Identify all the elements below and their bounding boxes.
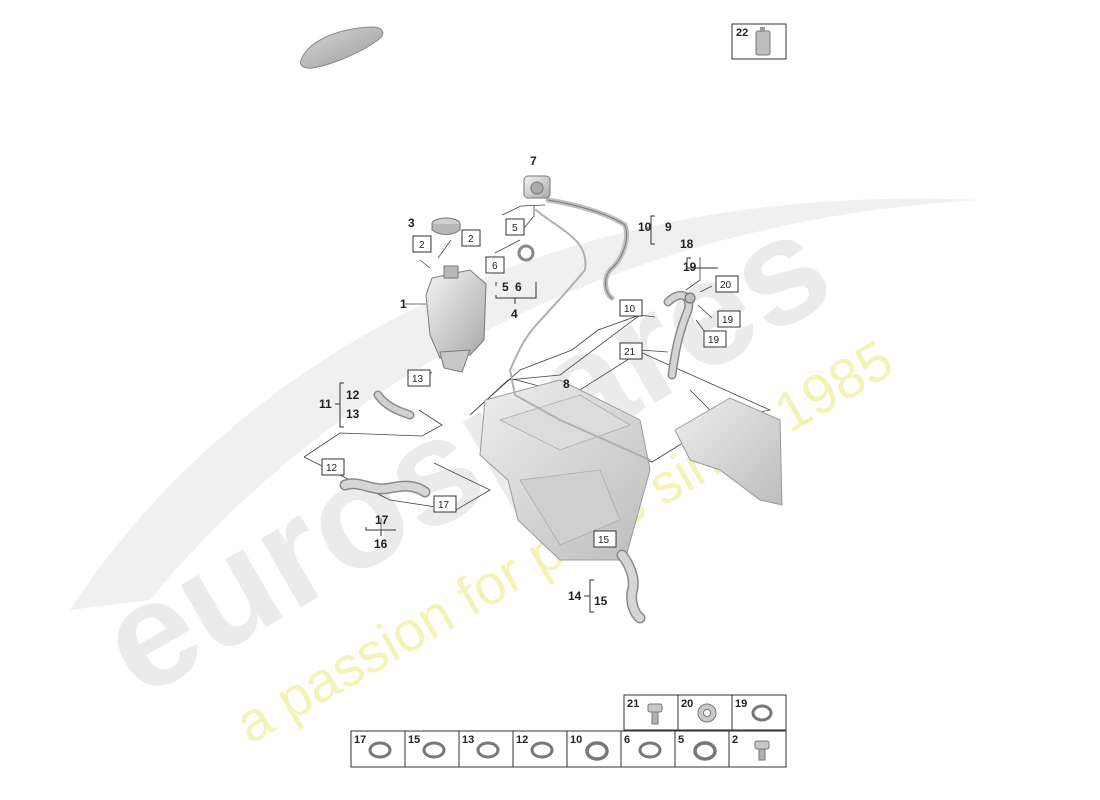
bolt-icon <box>647 703 663 725</box>
part-22-label: 22 <box>736 27 748 39</box>
svg-text:17: 17 <box>354 734 366 746</box>
callout-12: 12 <box>346 388 360 402</box>
callout-8: 8 <box>563 377 570 391</box>
callout-13: 13 <box>346 407 360 421</box>
svg-text:20: 20 <box>681 698 693 710</box>
hose-15 <box>616 549 646 624</box>
hose-13 <box>373 390 415 420</box>
table-cell-15[interactable]: 15 <box>404 730 460 768</box>
callout-18: 18 <box>680 237 694 251</box>
svg-text:17: 17 <box>438 500 450 511</box>
hose-clamp-icon <box>638 741 662 759</box>
box-5[interactable]: 5 <box>505 218 525 236</box>
table-cell-5[interactable]: 5 <box>674 730 730 768</box>
svg-text:21: 21 <box>627 698 639 710</box>
svg-text:19: 19 <box>708 335 720 346</box>
table-cell-12[interactable]: 12 <box>512 730 568 768</box>
callout-5: 5 <box>502 280 509 294</box>
table-cell-10[interactable]: 10 <box>566 730 622 768</box>
callout-17: 17 <box>375 513 389 527</box>
callout-1: 1 <box>400 297 407 311</box>
svg-text:2: 2 <box>419 240 425 251</box>
callout-3: 3 <box>408 216 415 230</box>
callout-brackets <box>335 215 718 613</box>
oil-bottle-icon <box>755 27 771 56</box>
hose-clamp-icon <box>693 741 717 761</box>
svg-text:13: 13 <box>412 374 424 385</box>
box-19-lower[interactable]: 19 <box>703 330 727 348</box>
hose-18 <box>663 290 696 380</box>
screw-icon <box>754 740 770 761</box>
callout-11: 11 <box>319 397 332 411</box>
box-2-right[interactable]: 2 <box>461 229 481 247</box>
hose-12 <box>339 478 431 498</box>
boxed-labels: 2 2 5 6 10 13 12 17 <box>321 218 741 548</box>
callout-7: 7 <box>530 154 537 168</box>
svg-text:2: 2 <box>732 734 738 746</box>
hose-clamp-icon <box>530 741 554 759</box>
svg-text:2: 2 <box>468 234 474 245</box>
watermark-swoosh <box>70 198 980 610</box>
hose-clamp-icon <box>368 741 392 759</box>
callout-16: 16 <box>374 537 388 551</box>
engine-block-side <box>674 397 783 506</box>
hose-clamp-icon <box>476 741 500 759</box>
svg-text:5: 5 <box>678 734 684 746</box>
callout-4: 4 <box>511 307 518 321</box>
svg-text:15: 15 <box>408 734 420 746</box>
table-cell-13[interactable]: 13 <box>458 730 514 768</box>
callout-9: 9 <box>665 220 672 234</box>
svg-text:6: 6 <box>492 261 498 272</box>
hose-clamp-icon <box>422 741 446 759</box>
box-17[interactable]: 17 <box>433 495 457 513</box>
part-22-box[interactable]: 22 <box>731 23 787 60</box>
car-thumbnail-icon <box>299 26 384 69</box>
clamp-6-icon <box>517 244 535 262</box>
table-cell-6[interactable]: 6 <box>620 730 676 768</box>
svg-text:12: 12 <box>326 463 338 474</box>
callout-14: 14 <box>568 589 582 603</box>
svg-text:6: 6 <box>624 734 630 746</box>
hose-lines <box>508 197 651 461</box>
box-21[interactable]: 21 <box>619 342 643 360</box>
box-15[interactable]: 15 <box>593 530 617 548</box>
svg-text:15: 15 <box>598 535 610 546</box>
tank-cap-icon <box>431 217 461 235</box>
table-cell-17[interactable]: 17 <box>350 730 406 768</box>
callout-6: 6 <box>515 280 522 294</box>
svg-text:19: 19 <box>735 698 747 710</box>
callout-10: 10 <box>638 220 652 234</box>
box-13[interactable]: 13 <box>407 369 431 387</box>
table-cell-2[interactable]: 2 <box>728 730 787 768</box>
clamp-icon <box>751 704 773 722</box>
svg-text:5: 5 <box>512 223 518 234</box>
box-10[interactable]: 10 <box>619 299 643 317</box>
svg-text:12: 12 <box>516 734 528 746</box>
hose-clamp-icon <box>585 741 609 761</box>
svg-text:10: 10 <box>624 304 636 315</box>
small-parts-table: 21 20 19 17 <box>350 694 787 768</box>
callout-19: 19 <box>683 260 697 274</box>
box-20[interactable]: 20 <box>715 275 739 293</box>
svg-text:19: 19 <box>722 315 734 326</box>
callout-numbers: 1 3 7 10 9 18 19 5 6 4 8 11 12 13 17 16 … <box>319 154 697 608</box>
coolant-expansion-tank <box>425 265 487 373</box>
nut-icon <box>697 703 717 723</box>
svg-text:13: 13 <box>462 734 474 746</box>
thermostat-housing <box>523 175 551 199</box>
table-cell-20[interactable]: 20 <box>677 694 733 731</box>
svg-text:20: 20 <box>720 280 732 291</box>
svg-text:21: 21 <box>624 347 636 358</box>
callout-15: 15 <box>594 594 608 608</box>
table-cell-21[interactable]: 21 <box>623 694 679 731</box>
box-6[interactable]: 6 <box>485 256 505 274</box>
svg-text:10: 10 <box>570 734 582 746</box>
box-19-upper[interactable]: 19 <box>717 310 741 328</box>
box-2-left[interactable]: 2 <box>412 235 432 253</box>
table-cell-19[interactable]: 19 <box>731 694 787 731</box>
box-12[interactable]: 12 <box>321 458 345 476</box>
